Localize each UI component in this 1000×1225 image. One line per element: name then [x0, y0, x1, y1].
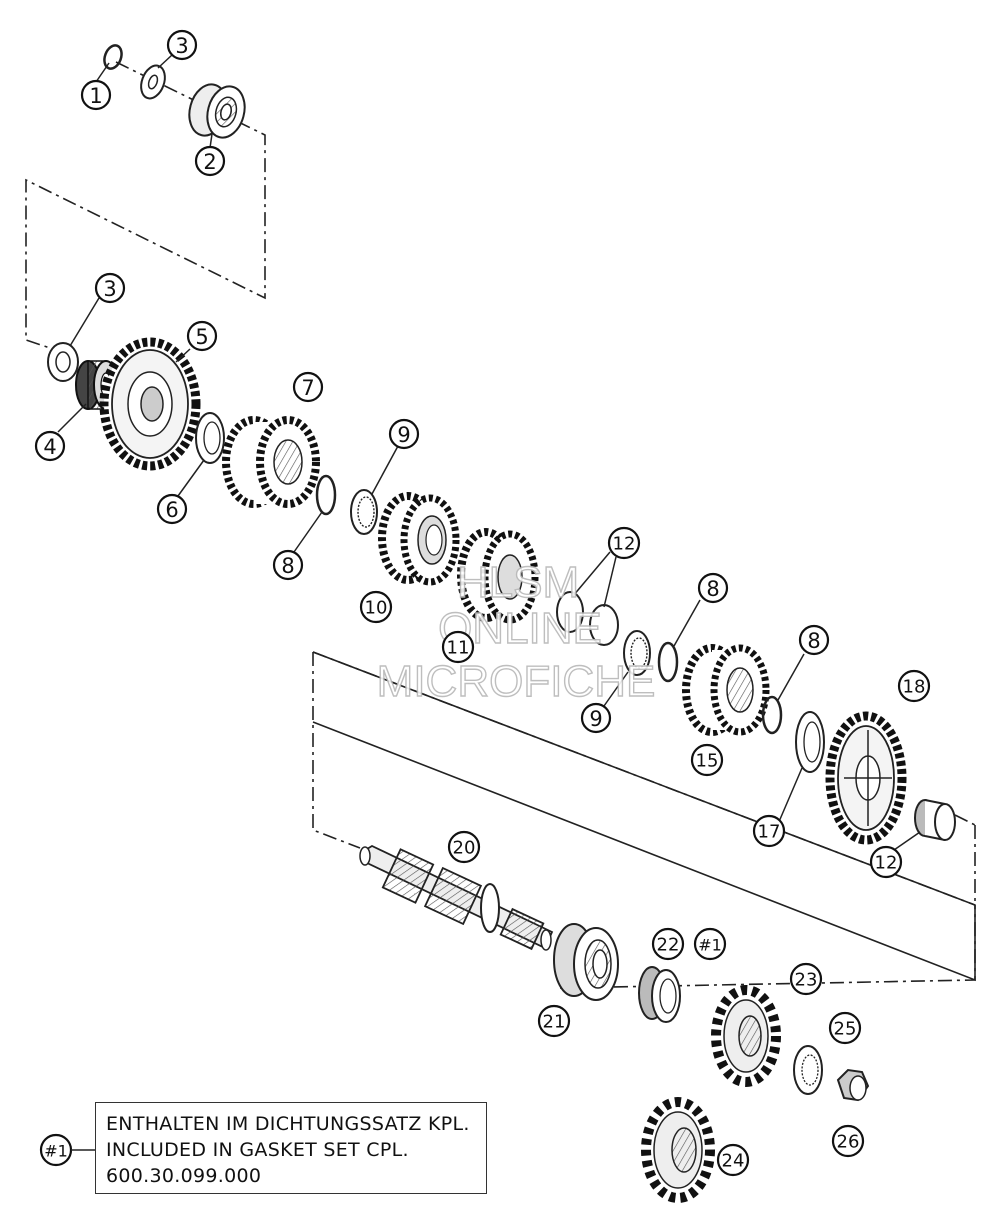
part-9-washer-a: [350, 489, 378, 535]
svg-text:3: 3: [103, 277, 116, 301]
part-10-gear: [378, 492, 460, 586]
callout-note-1-legend[interactable]: #1: [39, 1133, 73, 1167]
svg-text:18: 18: [903, 677, 926, 698]
part-23-sprocket: [711, 985, 781, 1087]
svg-text:15: 15: [696, 751, 719, 772]
svg-text:#1: #1: [698, 936, 722, 955]
svg-text:25: 25: [834, 1019, 857, 1040]
svg-text:8: 8: [281, 554, 294, 578]
svg-text:5: 5: [195, 325, 208, 349]
part-1-circlip: [103, 44, 123, 70]
svg-text:11: 11: [447, 638, 470, 659]
part-3-washer: [47, 342, 79, 382]
svg-text:3: 3: [175, 34, 188, 58]
part-6-washer: [195, 412, 225, 464]
svg-text:20: 20: [453, 838, 476, 859]
part-5-gear: [99, 337, 201, 471]
svg-text:26: 26: [837, 1132, 860, 1153]
callout-12[interactable]: 12: [607, 526, 641, 560]
part-17-washer: [795, 711, 825, 773]
callout-24[interactable]: 24: [716, 1143, 750, 1177]
part-22-seal: [638, 966, 681, 1023]
part-20-shaft: [359, 844, 554, 951]
part-7-gear: [222, 416, 320, 508]
part-8-circlip-a: [315, 474, 337, 516]
callout-17[interactable]: 17: [752, 814, 786, 848]
callout-21[interactable]: 21: [537, 1004, 571, 1038]
callout-12[interactable]: 12: [869, 845, 903, 879]
svg-text:23: 23: [795, 970, 818, 991]
part-2-bearing-top: [188, 83, 246, 139]
callout-15[interactable]: 15: [690, 743, 724, 777]
svg-text:12: 12: [613, 534, 636, 555]
svg-text:6: 6: [165, 498, 178, 522]
part-3-washer-top: [140, 64, 166, 100]
callout-8[interactable]: 8: [697, 572, 729, 604]
part-8-circlip-c: [761, 695, 783, 735]
callout-7[interactable]: 7: [292, 371, 324, 403]
svg-text:1: 1: [89, 84, 102, 108]
callout-2[interactable]: 2: [194, 145, 226, 177]
note-part-number: 600.30.099.000: [106, 1165, 262, 1187]
part-8-circlip-b: [657, 641, 679, 683]
callout-9[interactable]: 9: [388, 418, 420, 450]
part-18-gear: [825, 711, 907, 845]
part-12-bushing-right: [914, 799, 956, 841]
callout-5[interactable]: 5: [186, 320, 218, 352]
leader-lines: [57, 54, 921, 851]
part-12-bushings: [556, 591, 619, 646]
watermark: HLSM ONLINE MICROFICHE: [376, 557, 656, 706]
svg-text:#1: #1: [44, 1142, 68, 1161]
part-11-gear: [457, 528, 539, 624]
svg-text:8: 8: [807, 629, 820, 653]
note-line-german: ENTHALTEN IM DICHTUNGSSATZ KPL.: [106, 1113, 470, 1135]
callouts: 1 2 3 3 4 5 6 7 8 8 8 9 9 10 11 12 12 15…: [34, 29, 931, 1177]
svg-text:8: 8: [706, 577, 719, 601]
svg-text:17: 17: [758, 822, 781, 843]
axis-lines: [25, 61, 976, 989]
callout-22[interactable]: 22: [651, 927, 685, 961]
watermark-line-1: HLSM: [457, 558, 579, 607]
svg-text:21: 21: [543, 1012, 566, 1033]
callout-3[interactable]: 3: [94, 272, 126, 304]
callout-26[interactable]: 26: [831, 1124, 865, 1158]
callout-8[interactable]: 8: [272, 549, 304, 581]
callout-6[interactable]: 6: [156, 493, 188, 525]
callout-8[interactable]: 8: [798, 624, 830, 656]
callout-10[interactable]: 10: [359, 590, 393, 624]
callout-4[interactable]: 4: [34, 430, 66, 462]
part-15-gear: [682, 644, 770, 736]
svg-text:24: 24: [722, 1151, 745, 1172]
svg-text:7: 7: [301, 376, 314, 400]
svg-text:10: 10: [365, 598, 388, 619]
gasket-set-note: ENTHALTEN IM DICHTUNGSSATZ KPL. INCLUDED…: [95, 1102, 487, 1194]
callout-note-1[interactable]: #1: [693, 927, 727, 961]
svg-text:2: 2: [203, 150, 216, 174]
callout-3[interactable]: 3: [166, 29, 198, 61]
svg-text:12: 12: [875, 853, 898, 874]
part-25-lock-washer: [793, 1045, 823, 1095]
watermark-line-3: MICROFICHE: [377, 657, 656, 706]
note-line-english: INCLUDED IN GASKET SET CPL.: [106, 1139, 409, 1161]
callout-11[interactable]: 11: [441, 630, 475, 664]
callout-1[interactable]: 1: [80, 79, 112, 111]
svg-text:22: 22: [657, 935, 680, 956]
callout-20[interactable]: 20: [447, 830, 481, 864]
callout-9[interactable]: 9: [580, 702, 612, 734]
svg-text:9: 9: [589, 707, 602, 731]
svg-text:9: 9: [397, 423, 410, 447]
part-9-washer-b: [623, 630, 651, 676]
part-21-bearing: [553, 923, 619, 1001]
part-26-nut: [836, 1068, 870, 1102]
part-24-sprocket: [641, 1097, 715, 1203]
callout-18[interactable]: 18: [897, 669, 931, 703]
svg-text:4: 4: [43, 435, 56, 459]
callout-25[interactable]: 25: [828, 1011, 862, 1045]
callout-23[interactable]: 23: [789, 962, 823, 996]
